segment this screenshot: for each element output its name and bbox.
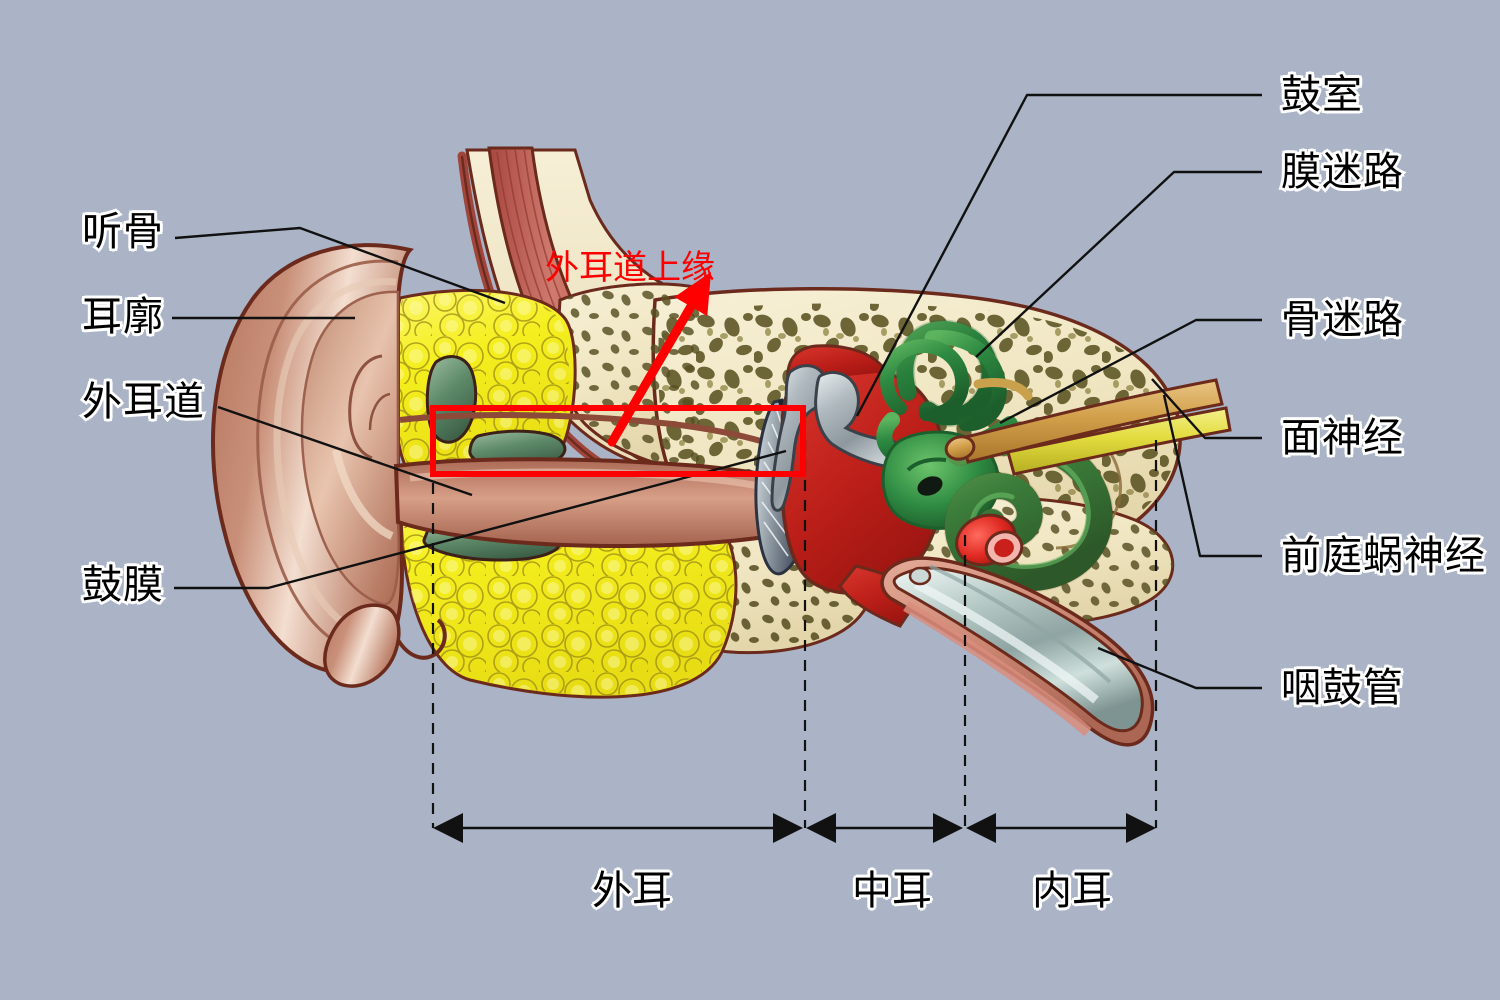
- leader-ossicles: [174, 226, 506, 305]
- label-facial-nerve: 面神经: [1279, 416, 1406, 461]
- eustachian-tube: [880, 556, 1155, 747]
- label-vestibulocochlear-nerve: 前庭蜗神经: [1279, 534, 1488, 579]
- leader-facial-nerve: [1151, 378, 1262, 440]
- leader-tympanic-cavity: [855, 93, 1262, 417]
- label-auricle: 耳廓: [80, 295, 166, 340]
- leader-ear-canal: [217, 405, 473, 497]
- label-membranous-labyrinth: 膜迷路: [1279, 150, 1406, 195]
- leader-vestibulocochlear-nerve: [1162, 394, 1262, 558]
- ear-canal-roof-arrow: [607, 272, 711, 447]
- segment-guides: [431, 440, 1158, 828]
- leader-lines: [172, 93, 1262, 690]
- leader-eustachian-tube: [1097, 646, 1262, 690]
- highlight-overlay: [430, 272, 806, 477]
- label-tympanic-cavity: 鼓室: [1279, 73, 1365, 118]
- leader-eardrum: [174, 449, 787, 590]
- cranial-nerves: [944, 378, 1232, 476]
- segment-label-outer-ear: 外耳: [592, 869, 672, 913]
- ear-canal-roof-box: [430, 405, 806, 477]
- ear-canal-superior-margin-annotation: 外耳道上缘: [545, 249, 715, 287]
- auricle-pinna: [210, 243, 447, 688]
- label-bony-labyrinth: 骨迷路: [1279, 298, 1406, 343]
- bracket-outer-ear: [433, 813, 803, 843]
- leader-membranous-labyrinth: [975, 170, 1262, 358]
- label-ossicles: 听骨: [80, 210, 166, 255]
- segment-label-inner-ear: 内耳: [1032, 869, 1112, 913]
- vessel-cross-section: [955, 513, 1024, 567]
- leader-bony-labyrinth: [999, 318, 1262, 425]
- bracket-middle-ear: [806, 813, 963, 843]
- label-ear-canal: 外耳道: [80, 380, 207, 425]
- segment-brackets: [433, 813, 1156, 843]
- bracket-inner-ear: [966, 813, 1156, 843]
- label-eustachian-tube: 咽鼓管: [1279, 666, 1406, 711]
- label-eardrum: 鼓膜: [80, 563, 166, 608]
- segment-label-middle-ear: 中耳: [852, 869, 932, 913]
